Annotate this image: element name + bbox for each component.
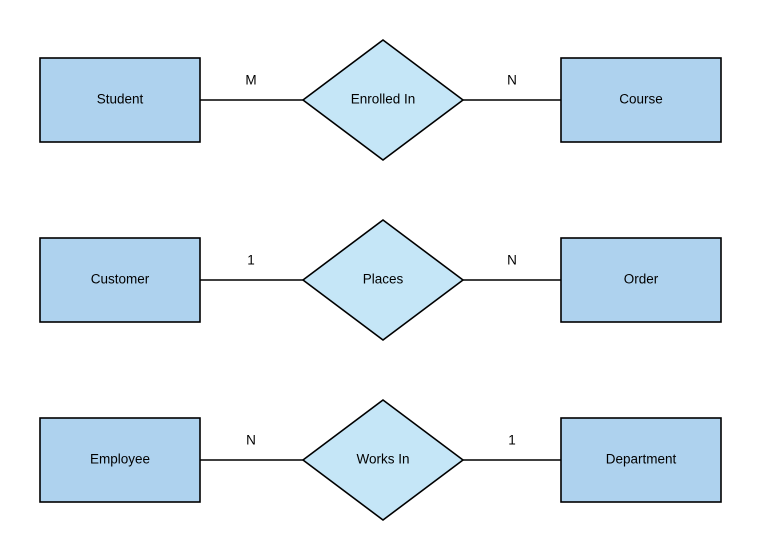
- entity-label-employee: Employee: [90, 452, 150, 467]
- cardinality-right-row-1: N: [507, 73, 517, 88]
- entity-box-employee[interactable]: [39, 417, 201, 503]
- relationship-label-enrolled-in: Enrolled In: [351, 92, 416, 107]
- entity-box-order[interactable]: [560, 237, 722, 323]
- cardinality-left-row-3: N: [246, 433, 256, 448]
- cardinality-right-row-3: 1: [508, 433, 516, 448]
- relationship-diamond-enrolled-in[interactable]: [301, 39, 465, 161]
- entity-label-student: Student: [97, 92, 144, 107]
- cardinality-right-row-2: N: [507, 253, 517, 268]
- entity-label-course: Course: [619, 92, 663, 107]
- entity-box-department[interactable]: [560, 417, 722, 503]
- relationship-label-places: Places: [363, 272, 404, 287]
- relationship-group-row-2: Customer Places Order 1 N: [39, 219, 722, 341]
- relationship-diamond-works-in[interactable]: [301, 399, 465, 521]
- relationship-label-works-in: Works In: [356, 452, 409, 467]
- relationship-group-row-1: Student Enrolled In Course M N: [39, 39, 722, 161]
- cardinality-left-row-1: M: [245, 73, 256, 88]
- entity-label-department: Department: [606, 452, 677, 467]
- relationship-group-row-3: Employee Works In Department N 1: [39, 399, 722, 521]
- entity-box-student[interactable]: [39, 57, 201, 143]
- entity-label-customer: Customer: [91, 272, 150, 287]
- relationship-diamond-places[interactable]: [301, 219, 465, 341]
- cardinality-left-row-2: 1: [247, 253, 255, 268]
- entity-label-order: Order: [624, 272, 659, 287]
- entity-box-course[interactable]: [560, 57, 722, 143]
- entity-box-customer[interactable]: [39, 237, 201, 323]
